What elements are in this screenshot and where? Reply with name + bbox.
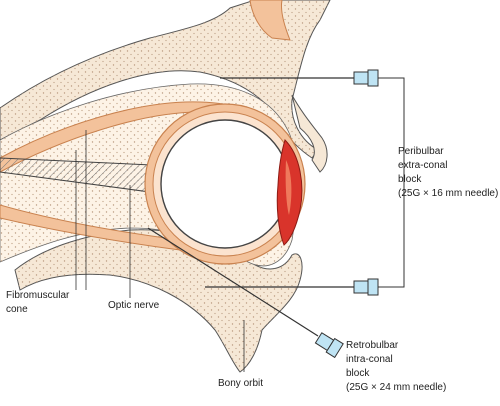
fibromuscular-label: Fibromuscular cone [6, 290, 70, 315]
retrobulbar-line-4: (25G × 24 mm needle) [346, 382, 446, 393]
upper-orbit-texture [0, 0, 330, 158]
needle-hub-upper [353, 69, 379, 87]
peribulbar-line-3: block [398, 174, 422, 185]
retrobulbar-line-3: block [346, 368, 370, 379]
peribulbar-label: Peribulbar extra-conal block (25G × 16 m… [398, 146, 498, 199]
peribulbar-line-1: Peribulbar [398, 146, 444, 157]
brow-bone [249, 0, 291, 41]
retrobulbar-line-1: Retrobulbar [346, 340, 399, 351]
retrobulbar-needle [147, 227, 319, 337]
globe-inner [160, 119, 290, 249]
peribulbar-line-4: (25G × 16 mm needle) [398, 188, 498, 199]
retrobulbar-line-2: intra-conal [346, 354, 393, 365]
fibromuscular-line-1: Fibromuscular [6, 290, 70, 301]
peribulbar-bracket [378, 77, 405, 288]
bony-orbit-label: Bony orbit [218, 378, 263, 389]
upper-eyelid [291, 94, 328, 173]
retrobulbar-label: Retrobulbar intra-conal block (25G × 24 … [346, 340, 446, 393]
fibromuscular-line-2: cone [6, 304, 28, 315]
needle-hub-retrobulbar [314, 332, 344, 359]
optic-nerve-label: Optic nerve [108, 300, 160, 311]
peribulbar-line-2: extra-conal [398, 160, 447, 171]
lens-highlight [285, 160, 292, 215]
lower-orbit-texture [15, 229, 303, 372]
needle-hub-lower [353, 278, 379, 296]
